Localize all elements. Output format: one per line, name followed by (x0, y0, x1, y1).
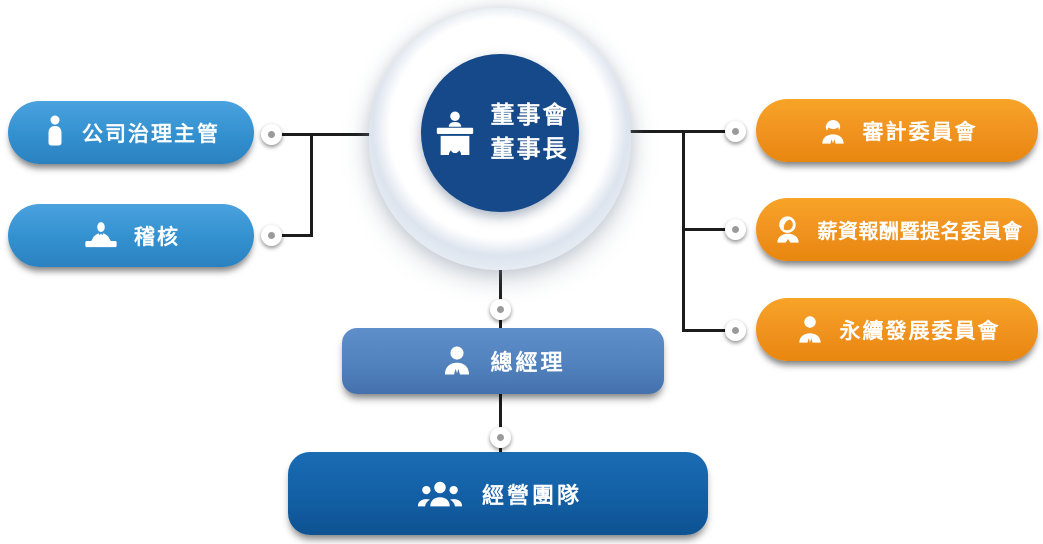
node-label: 審計委員會 (862, 120, 978, 144)
connector-dot (490, 426, 511, 448)
businesswoman-icon (772, 214, 804, 246)
node-audit-committee[interactable]: 審計委員會 (756, 99, 1038, 162)
businessman-icon (817, 115, 849, 147)
auditor-desk-icon (82, 221, 120, 251)
connector-line (682, 129, 685, 332)
person-bust-icon (440, 344, 474, 378)
businessman-tie-icon (794, 314, 826, 346)
node-label: 總經理 (490, 350, 566, 375)
connector-dot (260, 224, 282, 246)
node-corporate-governance-officer[interactable]: 公司治理主管 (8, 101, 254, 164)
node-compensation-nomination-committee[interactable]: 薪資報酬暨提名委員會 (756, 198, 1038, 261)
node-label: 稽核 (134, 225, 180, 249)
connector-line (499, 392, 502, 454)
node-general-manager[interactable]: 總經理 (342, 328, 664, 394)
connector-dot (724, 319, 746, 341)
root-node-board-chairman[interactable]: 董事會 董事長 (421, 54, 579, 212)
connector-dot (724, 120, 746, 142)
connector-line (684, 227, 736, 231)
person-standing-icon (42, 115, 68, 150)
node-management-team[interactable]: 經營團隊 (288, 452, 708, 535)
connector-dot (490, 298, 511, 320)
root-node-label: 董事會 董事長 (490, 102, 569, 163)
node-label: 公司治理主管 (82, 122, 220, 146)
connector-line (684, 328, 736, 332)
node-audit-office[interactable]: 稽核 (8, 204, 254, 267)
connector-line (270, 233, 313, 237)
connector-line (499, 264, 502, 330)
node-sustainability-committee[interactable]: 永續發展委員會 (756, 298, 1038, 361)
node-label: 經營團隊 (481, 482, 582, 508)
connector-dot (724, 218, 746, 240)
connector-line (270, 132, 376, 136)
connector-line (310, 132, 313, 237)
chairman-podium-icon (432, 111, 478, 155)
team-icon (414, 478, 466, 510)
node-label: 永續發展委員會 (839, 319, 1001, 343)
connector-dot (260, 123, 282, 145)
node-label: 薪資報酬暨提名委員會 (817, 221, 1023, 243)
